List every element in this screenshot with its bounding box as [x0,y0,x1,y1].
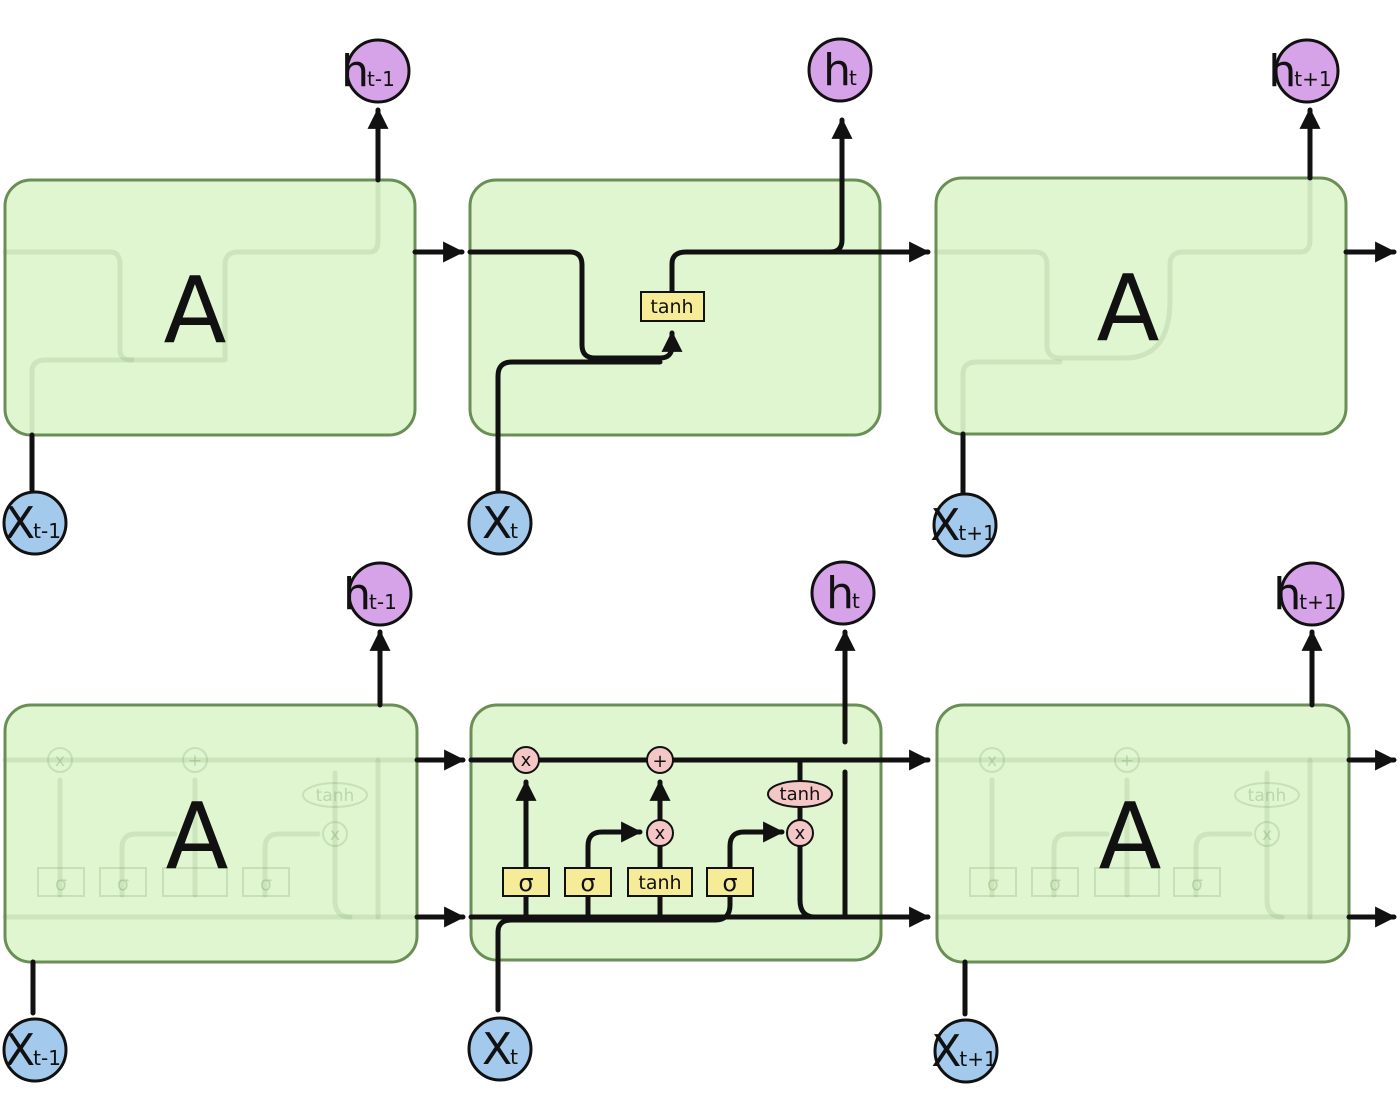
rnn-cell-prev: A [2,177,417,438]
svg-text:x: x [655,823,666,844]
lstm-cell-prev: x + x tanh σ σ σ A [2,703,420,964]
lstm-cell-next: x + x tanh σ σ σ A [934,703,1352,964]
svg-text:σ: σ [987,873,999,895]
lstm-cell-current: x + x x tanh σ [468,629,931,1013]
h-node-prev: ht-1 [343,561,413,627]
cell-label: A [166,783,229,890]
svg-text:tanh: tanh [780,784,821,805]
svg-text:x: x [795,823,806,844]
lstm-row: x + x tanh σ σ σ A [2,560,1397,1084]
tanh-layer: tanh [627,867,693,897]
svg-text:tanh: tanh [1248,786,1287,806]
svg-text:σ: σ [55,873,67,895]
svg-text:tanh: tanh [316,786,355,806]
svg-text:Xt: Xt [482,1024,518,1075]
input-multiply-op: x [646,819,674,847]
svg-text:ht: ht [823,45,857,96]
cell-label: A [164,257,227,364]
output-multiply-op: x [786,819,814,847]
h-node-next: ht+1 [1268,38,1340,104]
svg-text:x: x [1262,825,1272,845]
rnn-row: A tanh A h [2,37,1397,558]
svg-text:Xt-1: Xt-1 [5,498,61,549]
forget-multiply-op: x [512,746,540,774]
svg-text:x: x [987,751,997,771]
x-node-next: Xt+1 [931,1018,999,1084]
svg-text:+: + [1120,751,1134,771]
svg-text:+: + [652,751,667,772]
svg-text:σ: σ [1191,873,1203,895]
svg-text:Xt: Xt [482,498,518,549]
svg-text:ht-1: ht-1 [343,569,397,620]
output-gate-layer: σ [706,867,754,897]
svg-text:Xt+1: Xt+1 [931,1026,996,1077]
svg-text:σ: σ [117,873,129,895]
cell-label: A [1099,783,1162,890]
svg-text:Xt-1: Xt-1 [5,1025,61,1076]
svg-text:σ: σ [260,873,272,895]
cell-label: A [1097,255,1160,362]
svg-text:ht+1: ht+1 [1273,569,1336,620]
svg-text:tanh: tanh [650,296,693,318]
rnn-cell-current: tanh [467,117,931,495]
add-op: + [646,746,674,774]
h-node-current: ht [807,37,873,103]
svg-text:x: x [521,750,532,771]
x-node-prev: Xt-1 [2,1017,68,1083]
svg-text:σ: σ [518,869,533,897]
svg-text:x: x [330,825,340,845]
svg-text:ht-1: ht-1 [341,46,395,97]
h-node-next: ht+1 [1273,561,1345,627]
svg-text:x: x [55,751,65,771]
x-node-current: Xt [467,1016,533,1082]
forget-gate-layer: σ [502,867,550,897]
svg-text:ht: ht [826,568,860,619]
svg-text:ht+1: ht+1 [1268,46,1331,97]
x-node-prev: Xt-1 [2,490,68,556]
svg-text:Xt+1: Xt+1 [930,500,995,551]
svg-text:σ: σ [722,869,737,897]
rnn-cell-next: A [933,175,1348,437]
svg-text:σ: σ [580,869,595,897]
svg-text:σ: σ [1049,873,1061,895]
h-node-current: ht [810,560,876,626]
tanh-op: tanh [767,780,833,808]
svg-text:tanh: tanh [638,872,681,894]
x-node-current: Xt [467,490,533,556]
h-node-prev: ht-1 [341,38,411,104]
svg-text:+: + [188,751,202,771]
x-node-next: Xt+1 [930,492,998,558]
input-gate-layer: σ [564,867,612,897]
rnn-tanh-layer: tanh [640,291,705,322]
